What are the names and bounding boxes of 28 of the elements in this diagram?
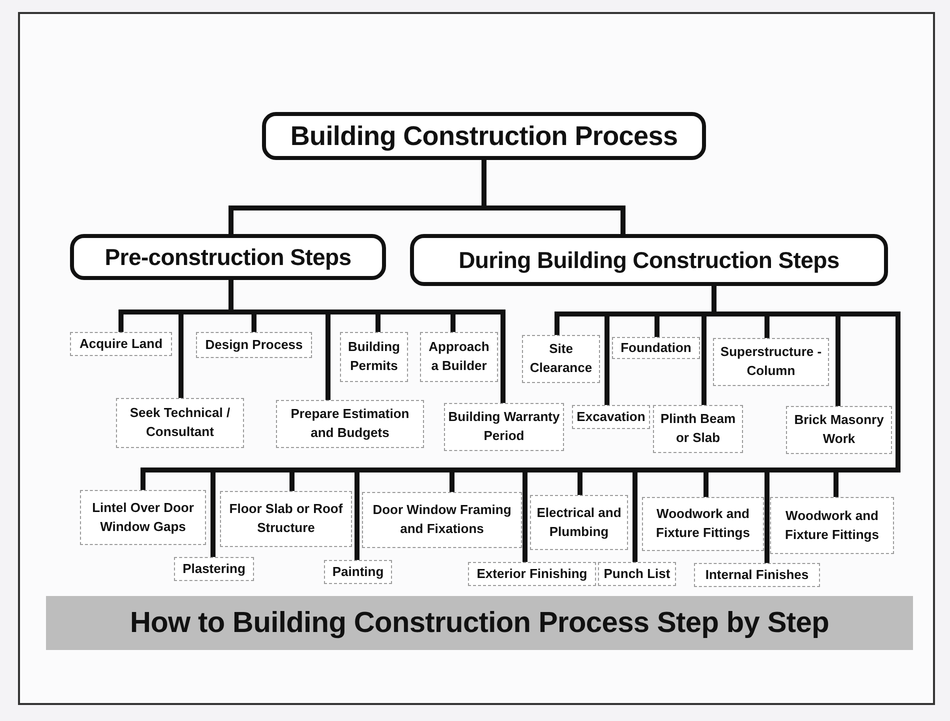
heading-box: Building Construction Process <box>262 112 706 160</box>
step-box: Site Clearance <box>522 335 600 383</box>
step-box: Internal Finishes <box>694 563 820 587</box>
step-box: Woodwork and Fixture Fittings <box>770 497 894 554</box>
step-box: Floor Slab or Roof Structure <box>220 491 352 547</box>
step-box: Electrical and Plumbing <box>530 495 628 550</box>
step-box: Prepare Estimation and Budgets <box>276 400 424 448</box>
step-box: Lintel Over Door Window Gaps <box>80 490 206 545</box>
step-box: Woodwork and Fixture Fittings <box>642 497 764 551</box>
step-box: Seek Technical / Consultant <box>116 398 244 448</box>
step-box: Acquire Land <box>70 332 172 356</box>
step-box: Door Window Framing and Fixations <box>362 492 522 548</box>
step-box: Building Warranty Period <box>444 403 564 451</box>
heading-box: Pre-construction Steps <box>70 234 386 280</box>
step-box: Painting <box>324 560 392 584</box>
step-box: Punch List <box>598 562 676 586</box>
step-box: Building Permits <box>340 332 408 382</box>
caption-banner: How to Building Construction Process Step by Step <box>46 596 913 650</box>
step-box: Foundation <box>612 337 700 359</box>
step-box: Exterior Finishing <box>468 562 596 586</box>
step-box: Superstructure - Column <box>713 338 829 386</box>
step-box: Plastering <box>174 557 254 581</box>
step-box: Approach a Builder <box>420 332 498 382</box>
heading-box: During Building Construction Steps <box>410 234 888 286</box>
step-box: Design Process <box>196 332 312 358</box>
step-box: Plinth Beam or Slab <box>653 405 743 453</box>
step-box: Excavation <box>572 405 650 429</box>
step-box: Brick Masonry Work <box>786 406 892 454</box>
